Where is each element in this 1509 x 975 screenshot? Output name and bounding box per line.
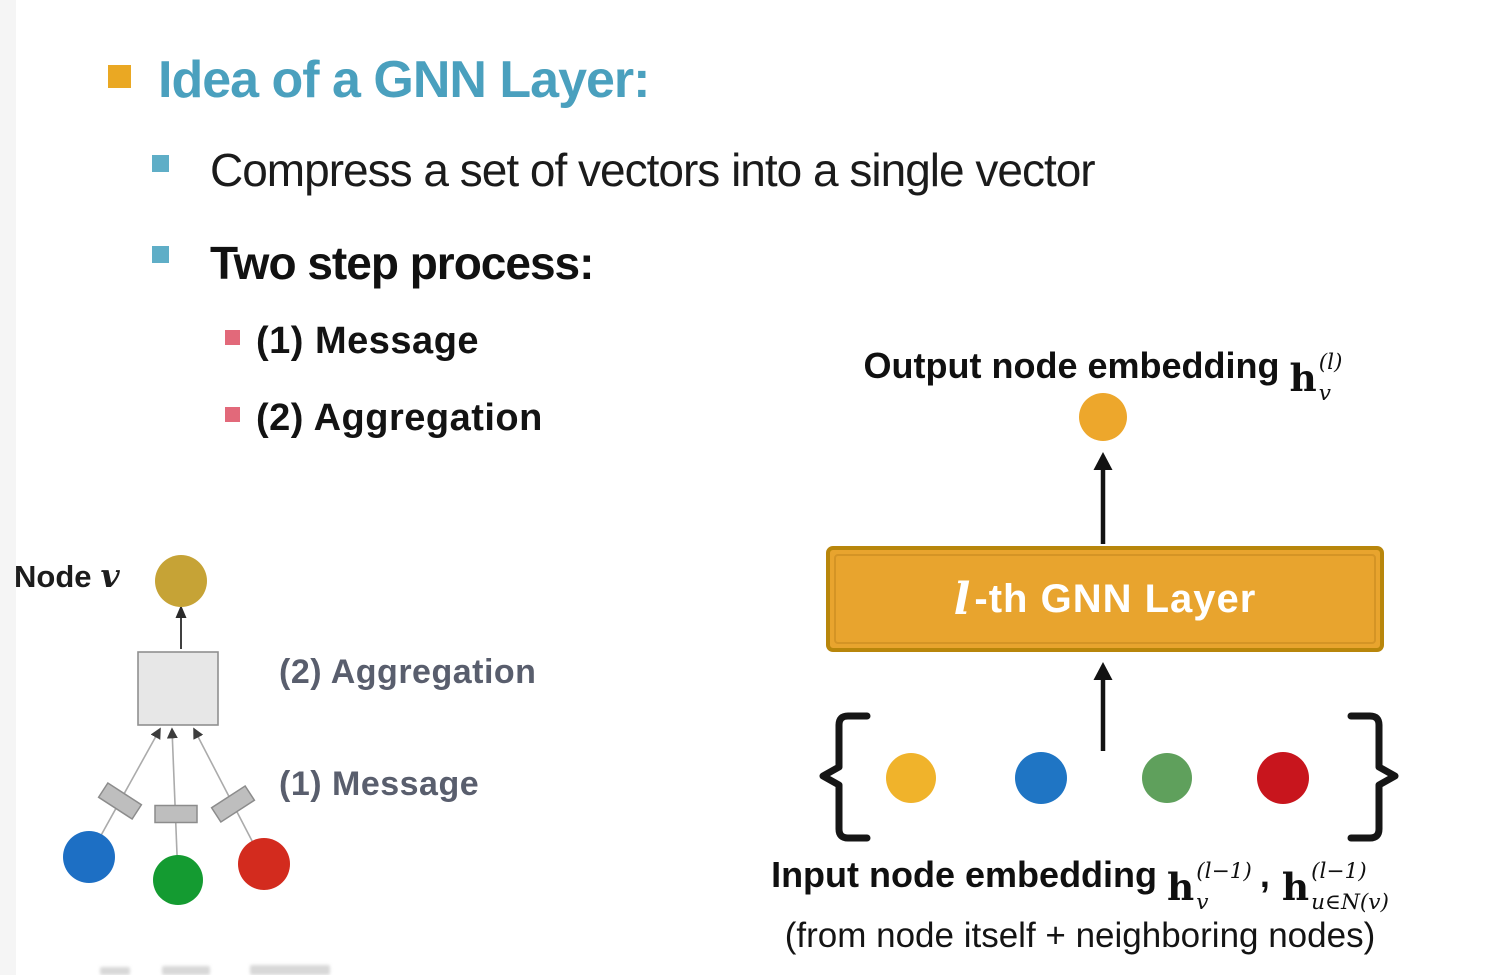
title-bullet-square (108, 65, 131, 88)
bullet-square-compress (152, 155, 169, 172)
message-step-label: (1) Message (279, 765, 480, 803)
message-rect-left (97, 781, 143, 821)
math-sup-l: (l) (1318, 349, 1343, 375)
gnn-layer-label-var: l (953, 573, 972, 625)
neighbor-green-circle (153, 855, 203, 905)
message-rect-right (210, 784, 256, 824)
right-brace (1347, 712, 1399, 842)
cropped-text-artifact (100, 967, 130, 975)
left-brace (819, 712, 871, 842)
node-v-circle (155, 555, 207, 607)
node-v-label-var: v (100, 556, 120, 595)
math-sub-v: v (1318, 381, 1331, 407)
left-edge-strip (0, 0, 16, 975)
gnn-layer-box-inner-line (834, 554, 1376, 644)
aggregation-box (137, 651, 219, 726)
bullet-two-step-text: Two step process: (210, 237, 594, 289)
node-v-label-word: Node (14, 559, 92, 594)
bullet-square-step1 (225, 330, 240, 345)
cropped-text-artifact (250, 965, 330, 975)
input-green-circle (1142, 753, 1192, 803)
aggregation-step-label: (2) Aggregation (279, 653, 537, 691)
arrow-layer-to-output-head (1093, 452, 1113, 470)
input-blue-circle (1015, 752, 1067, 804)
math-sup-lminus1: (l−1) (1311, 858, 1367, 884)
arrow-inputs-to-layer-head (1093, 662, 1113, 680)
gnn-layer-label: l-th GNN Layer (828, 548, 1382, 650)
input-source-note: (from node itself + neighboring nodes) (784, 916, 1376, 955)
neighbor-red-circle (238, 838, 290, 890)
input-red-circle (1257, 752, 1309, 804)
gnn-layer-box (826, 546, 1384, 652)
bullet-square-two-step (152, 246, 169, 263)
math-h-symbol: h (1281, 864, 1310, 909)
message-rect-middle (154, 804, 198, 824)
math-h-symbol: h (1289, 355, 1317, 400)
output-node-circle (1079, 393, 1127, 441)
input-yellow-circle (886, 753, 936, 803)
edge-green-to-box (166, 727, 179, 880)
bullet-compress-text: Compress a set of vectors into a single … (210, 144, 1096, 196)
gnn-layer-label-text: -th GNN Layer (974, 576, 1257, 621)
bullet-step1-text: (1) Message (256, 320, 480, 362)
math-h-u-lminus1: h(l−1) u∈N(v) (1282, 861, 1389, 914)
neighbor-blue-circle (63, 831, 115, 883)
bullet-square-step2 (225, 407, 240, 422)
math-h-v-lminus1: h(l−1) v (1167, 861, 1252, 914)
math-h-symbol: h (1167, 864, 1195, 909)
math-sub-v: v (1196, 890, 1209, 916)
input-embedding-text: Input node embedding (771, 854, 1158, 895)
cropped-text-artifact (162, 966, 210, 975)
page-title: Idea of a GNN Layer: (158, 51, 650, 109)
math-h-v-l: h(l) v (1289, 352, 1342, 405)
input-embedding-comma: , (1259, 854, 1270, 895)
math-sub-u-in-Nv: u∈N(v) (1311, 890, 1389, 916)
arrow-box-to-node-head (175, 605, 187, 618)
math-sup-lminus1: (l−1) (1196, 858, 1252, 884)
bullet-step2-text: (2) Aggregation (256, 397, 543, 439)
output-embedding-text: Output node embedding (863, 345, 1280, 386)
